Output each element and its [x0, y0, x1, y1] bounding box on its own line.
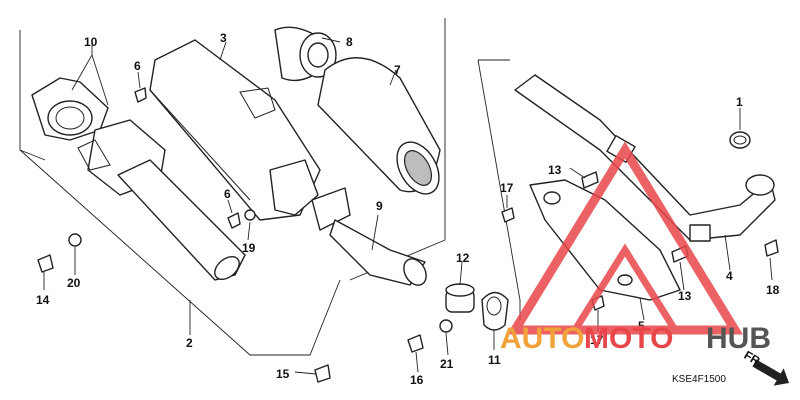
foam-plug — [274, 26, 337, 82]
callout-1: 1 — [736, 95, 743, 109]
muffler-end-cap — [31, 77, 109, 141]
watermark-moto: MOTO — [584, 322, 673, 355]
callout-16: 16 — [410, 373, 424, 387]
collar — [445, 283, 475, 313]
callouts: 10 6 3 8 7 6 19 9 14 20 2 15 16 21 12 11… — [36, 31, 780, 387]
callout-15: 15 — [276, 367, 290, 381]
watermark-text: AUTO MOTO HUB — [500, 322, 771, 355]
callout-4: 4 — [726, 269, 733, 283]
tail-pipe — [77, 119, 246, 281]
diagram-code: KSE4F1500 — [672, 374, 726, 385]
front-direction-arrow — [752, 359, 790, 386]
callout-13-bottom: 13 — [678, 289, 692, 303]
callout-17-bottom: 17 — [590, 333, 604, 347]
muffler-body — [149, 39, 321, 221]
gasket — [729, 131, 751, 149]
callout-6-mid: 6 — [224, 187, 231, 201]
callout-11: 11 — [488, 353, 501, 367]
muffler-packing — [317, 57, 441, 195]
callout-9: 9 — [376, 199, 383, 213]
callout-14: 14 — [36, 293, 50, 307]
callout-6-top: 6 — [134, 59, 141, 73]
callout-13-top: 13 — [548, 163, 562, 177]
watermark-triangle-inner — [568, 243, 682, 334]
watermark-auto: AUTO — [500, 322, 584, 355]
joint-pipe — [311, 187, 427, 286]
callout-8: 8 — [346, 35, 353, 49]
pipe-assembly-outline — [477, 59, 521, 320]
callout-18: 18 — [766, 283, 780, 297]
callout-20: 20 — [67, 276, 81, 290]
callout-17-top: 17 — [500, 181, 514, 195]
hardware — [37, 87, 779, 383]
band-clamp — [481, 291, 509, 331]
callout-19: 19 — [242, 241, 256, 255]
watermark-logo — [506, 141, 744, 335]
callout-12: 12 — [456, 251, 470, 265]
heat-guard — [529, 179, 681, 301]
callout-7: 7 — [394, 63, 401, 77]
leader-lines — [43, 37, 773, 375]
watermark-hub: HUB — [706, 322, 771, 355]
callout-10: 10 — [84, 35, 98, 49]
callout-3: 3 — [220, 31, 227, 45]
callout-21: 21 — [440, 357, 454, 371]
callout-2: 2 — [186, 336, 193, 350]
